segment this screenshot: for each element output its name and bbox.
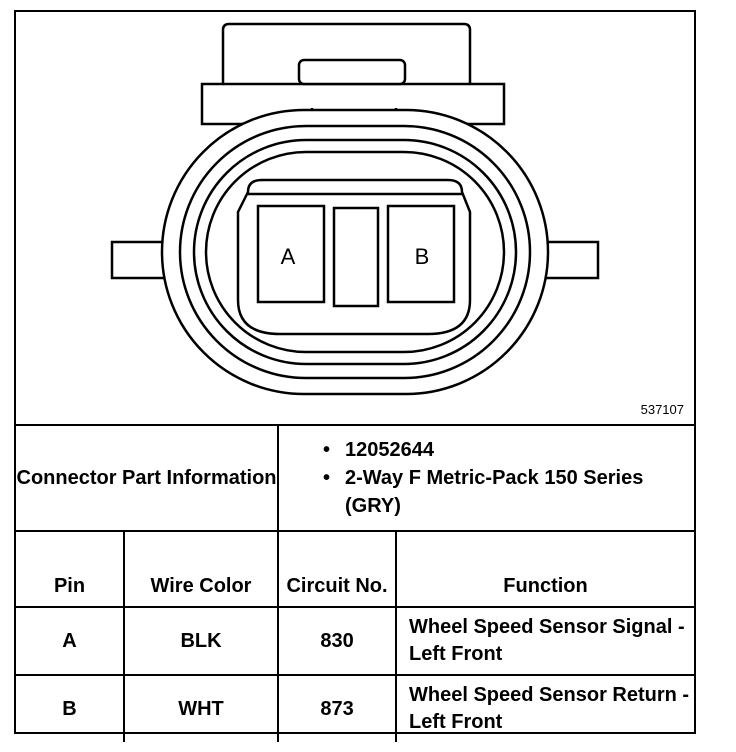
connector-face-illustration: A B (110, 22, 600, 396)
terminal-a (256, 204, 326, 304)
diagram-frame: A B 537107 Connector Part Information 12… (14, 10, 696, 742)
wire-color-cell: WHT (122, 674, 280, 742)
circuit-cell: 873 (277, 674, 398, 742)
connector-part-info-row: Connector Part Information 12052644 2-Wa… (16, 426, 695, 532)
terminal-b (386, 204, 456, 304)
figure-id: 537107 (640, 402, 684, 417)
connector-part-number: 12052644 (323, 436, 694, 464)
table-row: B WHT 873 Wheel Speed Sensor Return - Le… (16, 674, 695, 742)
header-function: Function (395, 530, 695, 608)
table-row: A BLK 830 Wheel Speed Sensor Signal - Le… (16, 606, 695, 676)
function-cell: Wheel Speed Sensor Return - Left Front (395, 674, 695, 742)
connector-part-info-label: Connector Part Information (16, 426, 280, 532)
pin-cell: B (16, 674, 125, 742)
connector-drawing: A B 537107 (16, 12, 694, 426)
connector-part-info-values: 12052644 2-Way F Metric-Pack 150 Series … (277, 426, 695, 532)
pin-label-a: A (281, 244, 296, 269)
pin-label-b: B (415, 244, 430, 269)
connector-info-table: Connector Part Information 12052644 2-Wa… (16, 426, 695, 742)
header-pin: Pin (16, 530, 125, 608)
table-header-row: Pin Wire Color Circuit No. Function (16, 530, 695, 608)
wire-color-cell: BLK (122, 606, 280, 676)
header-wire-color: Wire Color (122, 530, 280, 608)
circuit-cell: 830 (277, 606, 398, 676)
pin-cell: A (16, 606, 125, 676)
connector-type: 2-Way F Metric-Pack 150 Series (GRY) (323, 464, 694, 520)
header-circuit-no: Circuit No. (277, 530, 398, 608)
latch-slot (297, 58, 407, 86)
terminal-divider (332, 206, 380, 308)
function-cell: Wheel Speed Sensor Signal - Left Front (395, 606, 695, 676)
